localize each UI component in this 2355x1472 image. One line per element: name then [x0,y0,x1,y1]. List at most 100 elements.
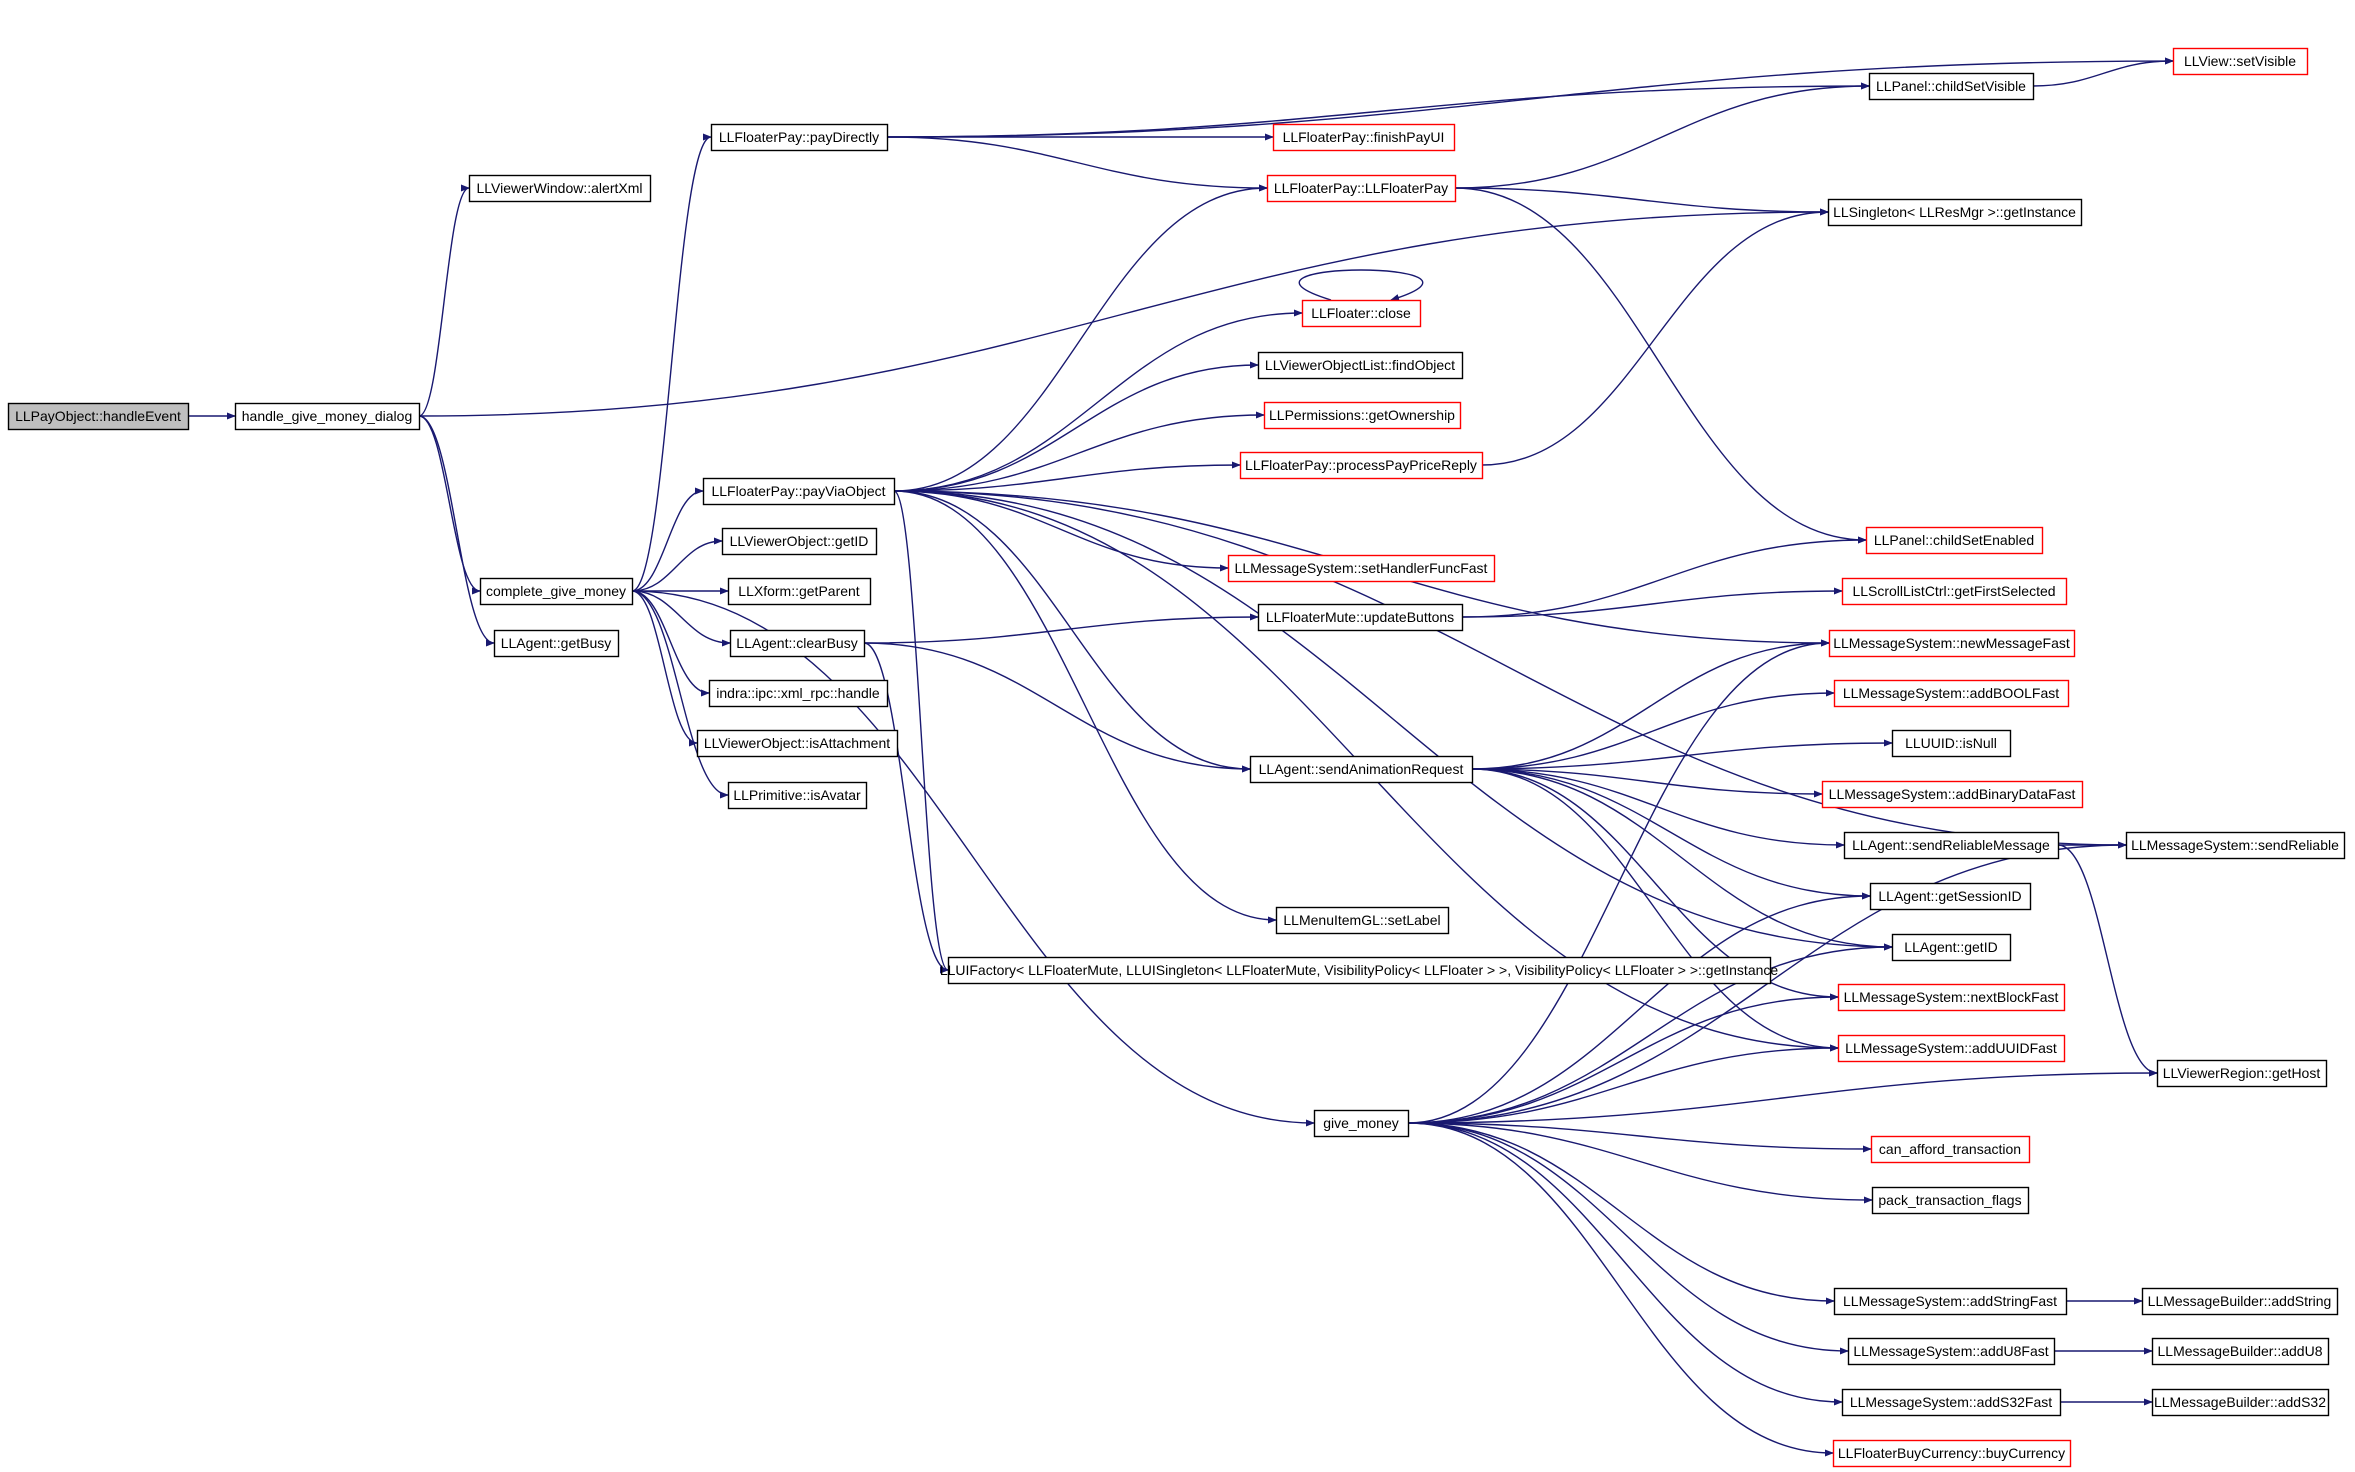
node-label: LLMessageBuilder::addS32 [2154,1394,2326,1410]
node-ui-factory[interactable]: LLUIFactory< LLFloaterMute, LLUISingleto… [940,956,1779,985]
node-buy-currency[interactable]: LLFloaterBuyCurrency::buyCurrency [1832,1439,2072,1468]
node-add-string-fast[interactable]: LLMessageSystem::addStringFast [1833,1287,2068,1316]
node-ctor-pay[interactable]: LLFloaterPay::LLFloaterPay [1266,174,1457,203]
node-new-message-fast[interactable]: LLMessageSystem::newMessageFast [1828,629,2076,658]
node-send-reliable-message[interactable]: LLAgent::sendReliableMessage [1843,831,2060,860]
node-alert-xml[interactable]: LLViewerWindow::alertXml [468,174,652,203]
node-add-boolfast[interactable]: LLMessageSystem::addBOOLFast [1833,679,2070,708]
node-label: LLFloaterPay::payDirectly [719,129,879,145]
node-label: LLMessageSystem::addU8Fast [1853,1343,2048,1359]
node-child-set-visible[interactable]: LLPanel::childSetVisible [1868,72,2035,101]
node-box [2151,1337,2330,1366]
node-get-ownership[interactable]: LLPermissions::getOwnership [1263,401,1462,430]
node-give-money[interactable]: give_money [1313,1109,1410,1138]
node-is-attachment[interactable]: LLViewerObject::isAttachment [696,729,899,758]
node-get-parent[interactable]: LLXform::getParent [727,577,872,606]
node-box [2151,1388,2330,1417]
edge-cgm-to-clear-busy [631,590,731,647]
node-label: LLFloaterBuyCurrency::buyCurrency [1838,1445,2065,1461]
node-agent-get-id[interactable]: LLAgent::getID [1891,933,2012,962]
edge-give-money-to-next-block-fast [1407,993,1839,1124]
node-box [696,729,899,758]
node-send-reliable[interactable]: LLMessageSystem::sendReliable [2125,831,2346,860]
node-box [1837,1034,2066,1063]
node-res-mgr[interactable]: LLSingleton< LLResMgr >::getInstance [1827,198,2083,227]
node-vo-get-id[interactable]: LLViewerObject::getID [721,527,878,556]
node-get-host[interactable]: LLViewerRegion::getHost [2156,1059,2328,1088]
edge-send-reliable-message-to-get-host [2057,844,2158,1077]
node-add-s32-fast[interactable]: LLMessageSystem::addS32Fast [1841,1388,2062,1417]
node-label: LLMessageSystem::addS32Fast [1850,1394,2052,1410]
node-label: LLViewerRegion::getHost [2163,1065,2321,1081]
node-pay-via-object[interactable]: LLFloaterPay::payViaObject [702,477,896,506]
node-box [1827,198,2083,227]
edge-hgmd-to-get-busy [418,415,495,647]
edge-give-money-to-agent-get-id [1407,943,1893,1124]
edge-clear-busy-to-update-buttons [863,613,1259,644]
node-get-first-selected[interactable]: LLScrollListCtrl::getFirstSelected [1841,577,2068,606]
edge-send-anim-to-add-binary-data-fast [1471,768,1823,798]
node-can-afford[interactable]: can_afford_transaction [1870,1135,2031,1164]
node-finish-pay-ui[interactable]: LLFloaterPay::finishPayUI [1272,123,1456,152]
edge-give-money-to-get-host [1407,1069,2158,1124]
node-box [1841,577,2068,606]
node-pack-flags[interactable]: pack_transaction_flags [1871,1186,2030,1215]
node-label: LLViewerObject::getID [730,533,869,549]
node-box [234,402,421,431]
node-process-pay[interactable]: LLFloaterPay::processPayPriceReply [1239,451,1484,480]
node-cgm[interactable]: complete_give_money [479,577,634,606]
node-label: can_afford_transaction [1879,1141,2021,1157]
node-label: LLMenuItemGL::setLabel [1283,912,1440,928]
node-pay-directly[interactable]: LLFloaterPay::payDirectly [710,123,889,152]
edge-pay-via-object-to-close [893,309,1303,492]
node-label: LLAgent::clearBusy [736,635,857,651]
node-box [1249,755,1474,784]
node-box [1847,1337,2056,1366]
node-handle-event[interactable]: LLPayObject::handleEvent [7,402,190,431]
node-update-buttons[interactable]: LLFloaterMute::updateButtons [1257,603,1464,632]
node-label: LLView::setVisible [2184,53,2296,69]
node-box [493,629,620,658]
edge-pay-directly-to-set-visible [886,57,2174,138]
node-set-handler[interactable]: LLMessageSystem::setHandlerFuncFast [1227,554,1496,583]
node-xmlrpc[interactable]: indra::ipc::xml_rpc::handle [708,679,889,708]
node-close[interactable]: LLFloater::close [1301,299,1422,328]
node-set-visible[interactable]: LLView::setVisible [2172,47,2309,76]
node-box [1266,174,1457,203]
node-box [1257,351,1464,380]
node-box [479,577,634,606]
edge-pay-via-object-to-process-pay [893,461,1241,492]
node-hgmd[interactable]: handle_give_money_dialog [234,402,421,431]
node-add-uuidfast[interactable]: LLMessageSystem::addUUIDFast [1837,1034,2066,1063]
edge-cgm-to-is-avatar [631,590,729,799]
node-get-session-id[interactable]: LLAgent::getSessionID [1869,882,2032,911]
node-label: LLAgent::getID [1904,939,1997,955]
node-add-u8-fast[interactable]: LLMessageSystem::addU8Fast [1847,1337,2056,1366]
edge-update-buttons-to-get-first-selected [1461,587,1843,618]
node-clear-busy[interactable]: LLAgent::clearBusy [729,629,866,658]
node-find-object[interactable]: LLViewerObjectList::findObject [1257,351,1464,380]
node-label: LLUIFactory< LLFloaterMute, LLUISingleto… [940,962,1779,978]
node-label: LLPermissions::getOwnership [1269,407,1455,423]
node-child-set-enabled[interactable]: LLPanel::childSetEnabled [1865,526,2044,555]
node-add-s32[interactable]: LLMessageBuilder::addS32 [2151,1388,2330,1417]
node-box [1891,933,2012,962]
node-label: indra::ipc::xml_rpc::handle [716,685,880,701]
node-add-binary-data-fast[interactable]: LLMessageSystem::addBinaryDataFast [1821,780,2084,809]
node-label: LLMessageSystem::addBinaryDataFast [1829,786,2076,802]
node-label: LLMessageSystem::addBOOLFast [1843,685,2059,701]
node-label: LLSingleton< LLResMgr >::getInstance [1833,204,2076,220]
node-is-avatar[interactable]: LLPrimitive::isAvatar [727,781,868,810]
node-set-label[interactable]: LLMenuItemGL::setLabel [1275,906,1450,935]
node-box [468,174,652,203]
node-add-string[interactable]: LLMessageBuilder::addString [2141,1287,2339,1316]
node-is-null[interactable]: LLUUID::isNull [1891,729,2012,758]
node-send-anim[interactable]: LLAgent::sendAnimationRequest [1249,755,1474,784]
node-add-u8[interactable]: LLMessageBuilder::addU8 [2151,1337,2330,1366]
edge-give-money-to-buy-currency [1407,1122,1834,1457]
node-label: LLAgent::getBusy [501,635,612,651]
node-next-block-fast[interactable]: LLMessageSystem::nextBlockFast [1837,983,2066,1012]
edge-cgm-to-is-attachment [631,590,698,747]
node-get-busy[interactable]: LLAgent::getBusy [493,629,620,658]
node-box [1841,1388,2062,1417]
